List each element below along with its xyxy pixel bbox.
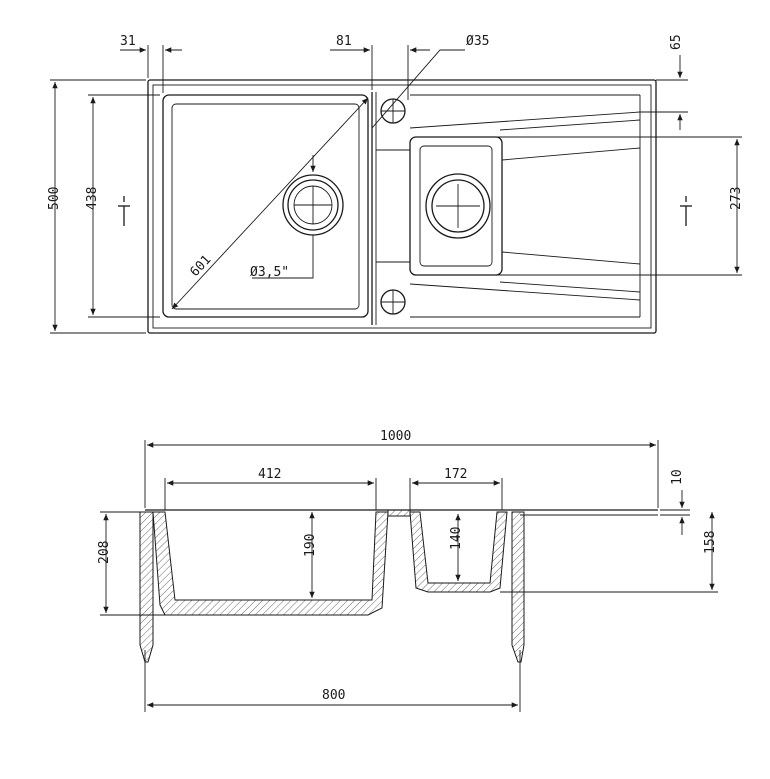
dim-drainer-height: 158: [703, 531, 718, 554]
small-bowl-section: [409, 511, 508, 593]
dim-bowl-depth: 438: [85, 187, 100, 210]
dim-total-height: 208: [97, 541, 112, 564]
dim-small-bowl-width: 172: [444, 467, 467, 482]
dim-tap-offset: 81: [336, 34, 352, 49]
dim-cabinet-width: 800: [322, 688, 345, 703]
dim-edge-offset: 31: [120, 34, 136, 49]
top-view: 601 Ø3,5": [47, 34, 744, 334]
main-drain: [282, 174, 344, 236]
dim-rim-thickness: 10: [670, 469, 685, 485]
small-bowl: [409, 136, 503, 276]
cabinet-wall-right: [511, 511, 525, 663]
tap-hole-bottom: [380, 289, 406, 315]
dim-drain: Ø3,5": [250, 265, 289, 280]
drainer-area: [376, 94, 641, 318]
cabinet-wall-left: [139, 511, 154, 663]
dim-drainer-offset: 65: [669, 34, 684, 50]
dim-small-bowl-height: 140: [449, 527, 464, 550]
section-marker-right: [680, 196, 692, 226]
dim-bowl-width: 412: [258, 467, 281, 482]
main-bowl: [162, 94, 369, 318]
dim-bowl-height: 190: [303, 534, 318, 557]
small-drain: [425, 173, 491, 239]
section-view: 1000 412 172 10 208 190 140 158: [97, 429, 718, 712]
dim-diagonal: 601: [187, 253, 214, 280]
dim-overall-depth: 500: [47, 187, 62, 210]
section-marker-left: [118, 196, 130, 226]
main-bowl-section: [152, 511, 389, 616]
dim-tap-hole: Ø35: [466, 34, 489, 49]
sink-outline: [147, 79, 657, 334]
dim-small-bowl-depth: 273: [729, 187, 744, 210]
tap-hole-top: [380, 98, 406, 124]
dim-overall-width: 1000: [380, 429, 411, 444]
